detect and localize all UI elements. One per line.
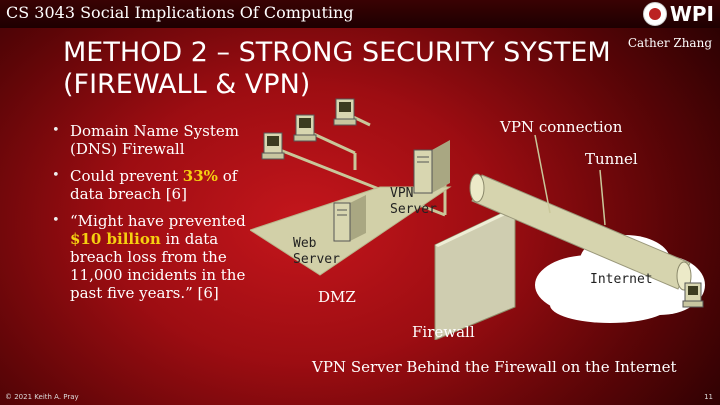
bullet-text-pre: Could prevent <box>70 167 183 185</box>
copyright: © 2021 Keith A. Pray <box>5 393 79 401</box>
bullet-highlight: 33% <box>182 167 218 185</box>
pointer-lines <box>534 134 606 226</box>
bullet-highlight: $10 billion <box>70 230 161 248</box>
course-title: CS 3043 Social Implications Of Computing <box>6 3 354 22</box>
web-server-label-2: Server <box>293 252 340 267</box>
bullet-text-post: in data breach loss from the 11,000 inci… <box>70 230 246 302</box>
bullet-text: Domain Name System (DNS) Firewall <box>70 122 239 158</box>
page-number: 11 <box>704 393 713 401</box>
computer-icon <box>293 114 317 142</box>
vpn-server-label-1: VPN <box>390 186 413 201</box>
dmz-label: DMZ <box>318 288 356 306</box>
vpn-diagram: VPN Server Web Server Internet <box>250 98 705 340</box>
tunnel-label: Tunnel <box>585 150 638 168</box>
bullet-item: “Might have prevented $10 billion in dat… <box>52 212 257 302</box>
bullet-list: Domain Name System (DNS) Firewall Could … <box>52 122 257 311</box>
remote-computer-icon <box>682 282 704 308</box>
bullet-item: Could prevent 33% of data breach [6] <box>52 167 257 203</box>
computer-icon <box>261 132 285 160</box>
wpi-logo: WPI <box>642 2 714 26</box>
header-bar: CS 3043 Social Implications Of Computing… <box>0 0 720 28</box>
vpn-server-icon <box>413 140 450 194</box>
bullet-text-pre: “Might have prevented <box>70 212 246 230</box>
slide-title-line1: METHOD 2 – STRONG SECURITY SYSTEM <box>63 37 611 68</box>
author-name: Cather Zhang <box>627 36 712 50</box>
web-server-icon <box>333 195 366 242</box>
firewall-wall <box>434 206 516 340</box>
bullet-text-post: of data breach [6] <box>70 167 238 203</box>
diagram-caption: VPN Server Behind the Firewall on the In… <box>312 358 677 376</box>
seal-icon <box>642 2 667 26</box>
computer-icon <box>333 98 357 126</box>
bullet-item: Domain Name System (DNS) Firewall <box>52 122 257 158</box>
firewall-top <box>435 207 518 247</box>
internet-label: Internet <box>590 272 653 287</box>
slide-title: METHOD 2 – STRONG SECURITY SYSTEM (FIREW… <box>63 37 623 101</box>
vpn-server-label-2: Server <box>390 202 437 217</box>
vpn-connection-label: VPN connection <box>500 118 623 136</box>
firewall-label: Firewall <box>412 323 475 341</box>
web-server-label-1: Web <box>293 236 317 251</box>
tunnel-tube <box>469 173 692 291</box>
logo-text: WPI <box>669 2 714 26</box>
slide-title-line2: (FIREWALL & VPN) <box>63 69 311 100</box>
